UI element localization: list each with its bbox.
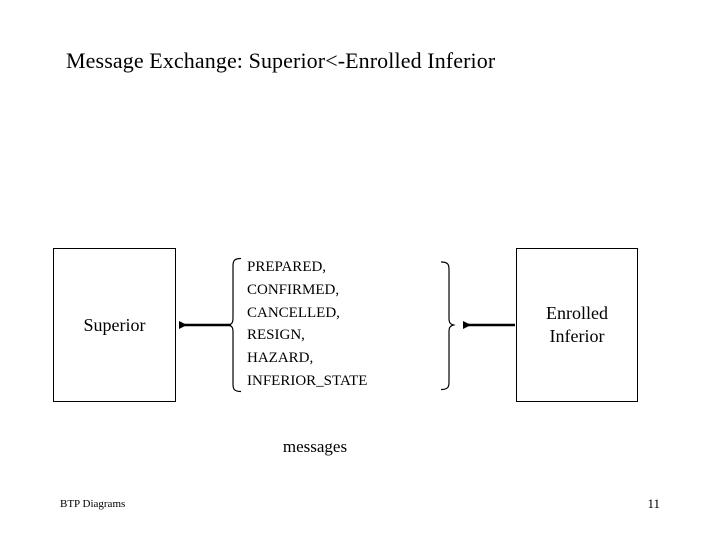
entity-label-superior: Superior [83,314,146,335]
message-item: CONFIRMED, [247,281,340,298]
message-item: RESIGN, [247,327,305,344]
entity-box-enrolled-inferior: Enrolled Inferior [516,248,638,402]
entity-label-line-1: Enrolled [546,303,608,323]
message-item: HAZARD, [247,350,314,367]
footer-source: BTP Diagrams [60,498,126,510]
messages-caption: messages [282,437,348,456]
message-item: INFERIOR_STATE [247,372,368,389]
message-item: PREPARED, [247,259,327,275]
entity-label-enrolled-inferior: Enrolled Inferior [546,302,608,348]
brace-right [440,261,456,391]
page-title: Message Exchange: Superior<-Enrolled Inf… [66,48,496,73]
footer-page-number: 11 [647,496,660,511]
brace-left [226,257,242,393]
message-item: CANCELLED, [247,304,340,321]
entity-box-superior: Superior [53,248,176,402]
message-list: PREPARED, CONFIRMED, CANCELLED, RESIGN, … [247,256,427,393]
entity-label-line-2: Inferior [549,326,605,346]
